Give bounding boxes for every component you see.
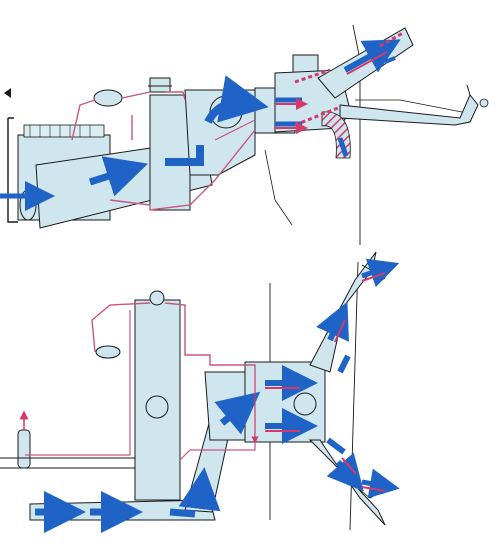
firewall-line <box>264 149 293 226</box>
engine-head <box>23 124 105 138</box>
coolant-pipe-top <box>91 302 151 353</box>
top-view <box>0 251 400 533</box>
vent-knob <box>479 98 489 108</box>
fan-housing <box>293 392 317 416</box>
expansion-tank <box>93 89 123 107</box>
upper-windscreen-duct <box>309 251 377 373</box>
bumper-bracket <box>7 117 18 223</box>
engine-pulley <box>145 395 169 419</box>
radiator-cap <box>149 77 171 93</box>
engine-fins <box>29 125 91 137</box>
coolant-pipe <box>71 99 96 141</box>
radiator <box>149 94 191 211</box>
expansion-tank-top <box>95 345 121 359</box>
marker-triangle-icon <box>4 88 11 98</box>
side-view <box>0 24 489 245</box>
heater-valve <box>17 429 31 469</box>
dash-duct <box>339 94 479 126</box>
thermostat <box>149 290 165 306</box>
